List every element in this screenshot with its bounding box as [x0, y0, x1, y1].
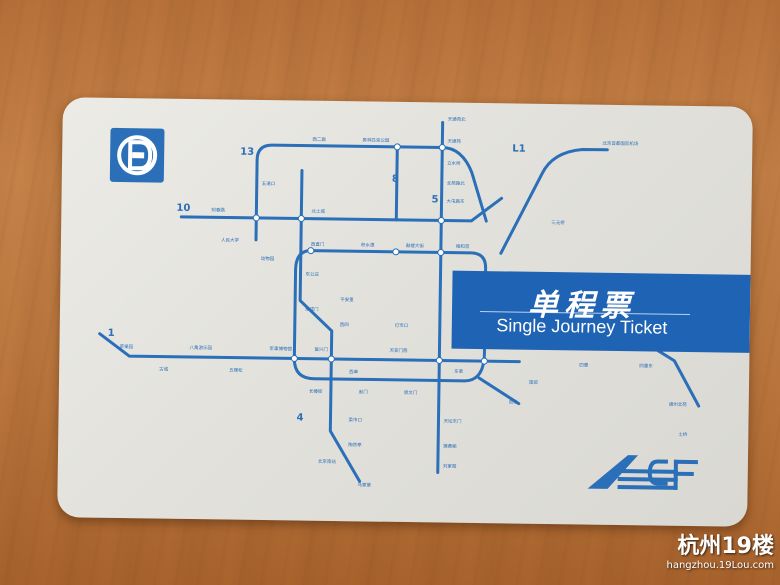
- svg-text:动物园: 动物园: [261, 255, 275, 262]
- svg-text:马家堡: 马家堡: [358, 481, 372, 488]
- svg-text:西单: 西单: [349, 368, 359, 375]
- svg-text:刘家窑: 刘家窑: [443, 463, 457, 470]
- watermark-main: 杭州19楼: [677, 534, 774, 559]
- svg-text:蒲黄榆: 蒲黄榆: [443, 443, 457, 450]
- svg-text:灯市口: 灯市口: [395, 322, 409, 329]
- svg-text:五道口: 五道口: [262, 180, 276, 187]
- line-number-1: 1: [108, 328, 115, 339]
- line-1-track: [98, 332, 521, 364]
- line-number-13: 13: [240, 147, 254, 158]
- svg-text:八角游乐园: 八角游乐园: [189, 344, 212, 351]
- svg-text:国贸: 国贸: [529, 379, 539, 386]
- svg-text:长椿街: 长椿街: [309, 388, 323, 395]
- ticket-title-english: Single Journey Ticket: [496, 315, 668, 338]
- svg-text:陶然亭: 陶然亭: [348, 441, 362, 448]
- svg-text:平安里: 平安里: [340, 296, 354, 303]
- svg-text:西四: 西四: [340, 322, 350, 328]
- line-2-loop: [292, 249, 488, 383]
- svg-text:四惠东: 四惠东: [639, 362, 653, 369]
- afc-logo-icon: [587, 455, 698, 490]
- svg-text:四惠: 四惠: [579, 361, 589, 368]
- line-8-track: [394, 145, 399, 222]
- svg-text:苹果园: 苹果园: [119, 343, 133, 350]
- svg-text:北土城: 北土城: [311, 208, 325, 215]
- svg-text:古城: 古城: [159, 366, 169, 373]
- svg-text:立水桥: 立水桥: [447, 160, 461, 167]
- line-number-5: 5: [431, 194, 438, 205]
- svg-text:知春路: 知春路: [211, 206, 225, 213]
- svg-text:雍和宫: 雍和宫: [456, 243, 470, 250]
- svg-text:阜成门: 阜成门: [305, 306, 319, 313]
- line-number-8: 8: [392, 174, 399, 185]
- svg-text:北京南站: 北京南站: [318, 458, 337, 465]
- line-10-track: [179, 196, 504, 223]
- svg-text:北京首都国际机场: 北京首都国际机场: [602, 140, 639, 148]
- line-number-L1: L1: [512, 143, 526, 154]
- svg-text:崇文门: 崇文门: [404, 389, 418, 396]
- svg-text:天安门西: 天安门西: [389, 347, 408, 354]
- batong-line-track: [648, 343, 701, 408]
- svg-text:天通苑北: 天通苑北: [448, 116, 467, 123]
- watermark: 杭州19楼 hangzhou.19Lou.com: [667, 528, 775, 571]
- line-number-10: 10: [176, 203, 190, 214]
- svg-text:天通苑: 天通苑: [447, 138, 461, 145]
- svg-text:积水潭: 积水潭: [361, 241, 375, 248]
- line-13-track: [254, 143, 488, 242]
- svg-text:人民大学: 人民大学: [221, 236, 240, 243]
- line-number-4: 4: [296, 412, 303, 423]
- svg-text:西二旗: 西二旗: [312, 136, 326, 143]
- svg-text:菜市口: 菜市口: [348, 416, 362, 423]
- svg-text:车公庄: 车公庄: [305, 271, 319, 278]
- svg-text:东单: 东单: [454, 368, 464, 375]
- line-10-south: [477, 376, 521, 406]
- svg-text:天坛东门: 天坛东门: [443, 418, 462, 425]
- svg-text:奥林匹克公园: 奥林匹克公园: [362, 136, 390, 143]
- svg-text:大屯路东: 大屯路东: [447, 198, 466, 205]
- svg-text:鼓楼大街: 鼓楼大街: [406, 242, 425, 249]
- svg-text:前门: 前门: [359, 388, 369, 395]
- svg-text:军事博物馆: 军事博物馆: [269, 345, 292, 352]
- svg-text:北苑路北: 北苑路北: [447, 180, 466, 187]
- beijing-subway-logo-icon: [109, 127, 165, 183]
- svg-text:三元桥: 三元桥: [551, 219, 565, 226]
- line-4-track: [298, 169, 362, 483]
- svg-text:土桥: 土桥: [678, 431, 688, 438]
- svg-text:复兴门: 复兴门: [314, 346, 328, 353]
- line-5-track: [436, 121, 445, 474]
- svg-text:西直门: 西直门: [311, 241, 325, 248]
- svg-text:五棵松: 五棵松: [229, 367, 243, 374]
- svg-text:通州北苑: 通州北苑: [669, 401, 688, 408]
- svg-text:劲松: 劲松: [509, 398, 519, 405]
- airport-line-track: [499, 147, 609, 255]
- watermark-url: hangzhou.19Lou.com: [666, 560, 775, 571]
